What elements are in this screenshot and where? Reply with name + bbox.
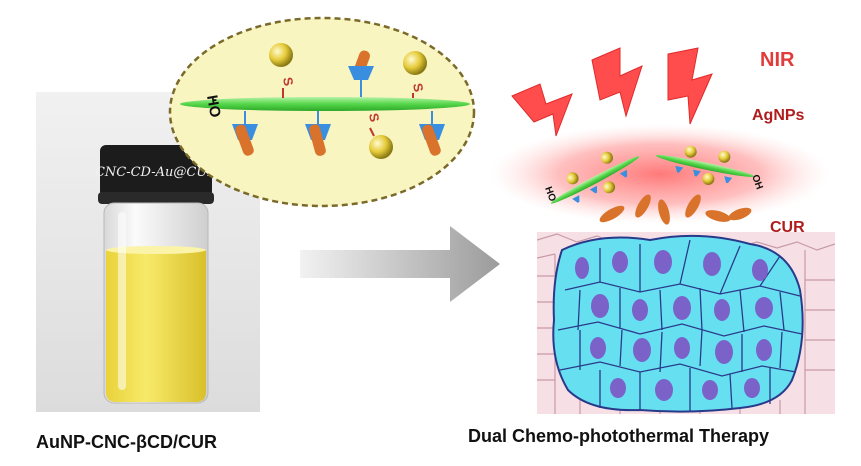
released-curcumin [599, 194, 752, 225]
vial-liquid [106, 250, 206, 402]
nanocomposite-right [656, 145, 754, 185]
agnps-label: AgNPs [752, 107, 805, 124]
small-hydroxyl-label: OH [749, 173, 764, 191]
vial-caption: AuNP-CNC-βCD/CUR [36, 432, 217, 452]
process-arrow [300, 226, 500, 302]
gold-nanoparticle [369, 135, 393, 159]
thiol-label: S [366, 112, 382, 123]
thiol-label: S [410, 82, 426, 93]
tumor-tissue [537, 232, 835, 414]
therapy-caption: Dual Chemo-photothermal Therapy [468, 426, 770, 446]
hydroxyl-label: HO [203, 94, 224, 119]
nir-label: NIR [760, 49, 795, 71]
thiol-label: S [280, 76, 296, 87]
svg-text:-: - [212, 91, 217, 108]
nanocomposite-left [550, 151, 640, 204]
vial-cap [100, 145, 212, 197]
small-hydroxyl-label: HO [542, 185, 558, 203]
cyclodextrin-curcumin-complex [348, 50, 374, 97]
nanocomposite-zoom: HO - S S S [168, 16, 476, 208]
cyclodextrin-curcumin-complex [232, 111, 258, 156]
gold-nanoparticle [269, 43, 293, 67]
cur-label: CUR [770, 219, 805, 236]
gold-nanoparticle [403, 51, 427, 75]
vial-cap-label: CNC-CD-Au@CUR [95, 165, 217, 180]
zoom-ellipse [168, 16, 476, 208]
cyclodextrin-curcumin-complex [419, 111, 445, 156]
cyclodextrin-curcumin-complex [305, 111, 331, 156]
nir-lightning-icon [511, 47, 713, 137]
cellulose-nanocrystal-rod [180, 97, 470, 111]
